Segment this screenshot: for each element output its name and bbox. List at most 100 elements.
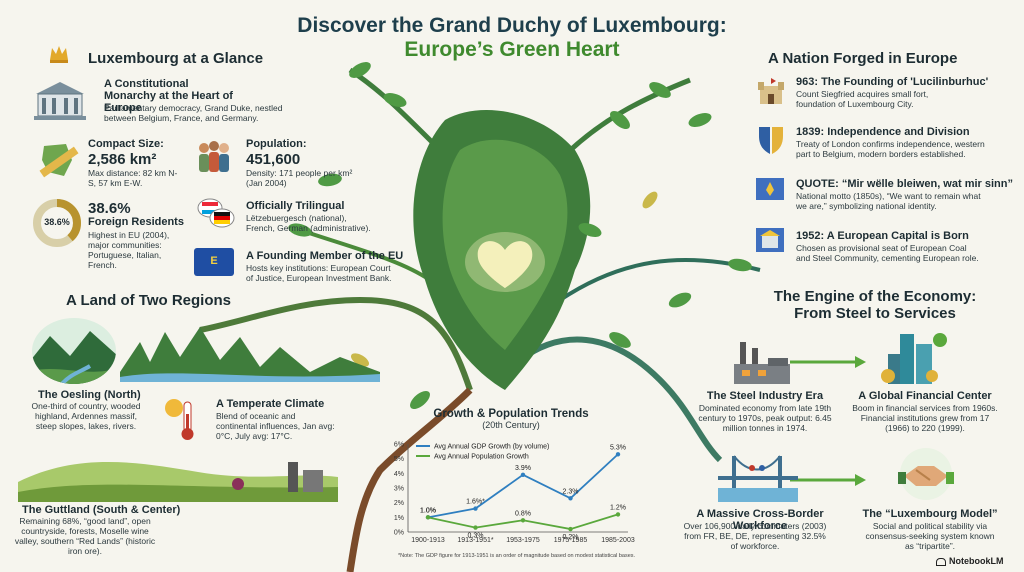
chart-data-label: 0.2%: [563, 534, 579, 541]
history-item-1-title: 963: The Founding of 'Lucilinburhuc': [796, 76, 989, 88]
foreign-label: Foreign Residents: [88, 216, 184, 228]
chart-legend-label: Avg Annual Population Growth: [434, 454, 529, 461]
economy-heading-1: The Engine of the Economy:: [773, 288, 977, 305]
monarchy-title: A Constitutional Monarchy at the Heart o…: [104, 78, 233, 114]
history-heading: A Nation Forged in Europe: [768, 50, 958, 67]
steel-text: Dominated economy from late 19th century…: [698, 403, 832, 433]
north-text: One-third of country, wooded highland, A…: [31, 401, 141, 431]
chart-point: [473, 525, 478, 530]
steel-title: The Steel Industry Era: [706, 390, 824, 402]
oesling-landscape: [30, 316, 118, 386]
chart-point: [520, 518, 526, 523]
palace-icon: [32, 78, 88, 122]
climate-text: Blend of oceanic and continental influen…: [216, 411, 335, 441]
foreign-pct-label: 38.6%: [44, 217, 70, 227]
history-item-4-text: Chosen as provisional seat of European C…: [796, 243, 979, 263]
history-item-3-title: QUOTE: “Mir wëlle bleiwen, wat mir sinn”: [796, 178, 1013, 190]
chart-data-label: 1.2%: [610, 504, 626, 511]
chart-y-tick: 1%: [394, 515, 404, 522]
chart-data-label: 5.3%: [610, 444, 626, 451]
steel-factory-icon: [732, 336, 792, 386]
workforce-title: A Massive Cross-Border Workforce: [696, 508, 824, 532]
history-item-4-title: 1952: A European Capital is Born: [796, 230, 969, 242]
crown-icon: [48, 44, 70, 64]
economy-heading-2: From Steel to Services: [794, 305, 956, 322]
chart-x-tick: 1975-1985: [554, 537, 588, 544]
guttland-landscape: [18, 442, 338, 502]
history-item-2-title: 1839: Independence and Division: [796, 126, 970, 138]
history-item-2-text: Treaty of London confirms independence, …: [796, 139, 985, 159]
pop-text: Density: 171 people per km² (Jan 2004): [246, 168, 353, 188]
lang-title: Officially Trilingual: [246, 200, 345, 212]
chart-series-line-1: [427, 453, 619, 519]
size-value: 2,586 km²: [88, 151, 157, 168]
model-text: Social and political stability via conse…: [865, 521, 995, 551]
banner-icon: [754, 174, 786, 206]
chart-point: [568, 496, 573, 501]
chart-legend-label: Avg Annual GDP Growth (by volume): [434, 444, 549, 451]
chart-data-label: 0.3%: [468, 533, 484, 540]
eu-text: Hosts key institutions: European Court o…: [246, 263, 392, 283]
chart-y-tick: 3%: [394, 486, 404, 493]
chart-data-label: 1.0%: [420, 507, 436, 514]
brand-label: NotebookLM: [949, 556, 1004, 566]
chart-y-tick: 6%: [394, 442, 404, 449]
chart-data-label: 0.8%: [515, 510, 531, 517]
eu-flag-icon: E: [194, 248, 234, 276]
chart-x-tick: 1985-2003: [601, 537, 635, 544]
chart-y-tick: 0%: [394, 530, 404, 537]
foreign-text: Highest in EU (2004), major communities:…: [88, 230, 170, 270]
model-title: The “Luxembourg Model”: [862, 508, 998, 520]
chart-y-tick: 5%: [394, 456, 404, 463]
size-label: Compact Size:: [88, 138, 164, 150]
notebook-logo-icon: [936, 557, 946, 566]
chart-point: [520, 472, 526, 477]
foreign-donut: 38.6%: [32, 198, 82, 248]
split-shield-icon: [756, 124, 786, 156]
speech-flags-icon: [196, 196, 236, 230]
glance-heading: Luxembourg at a Glance: [88, 50, 264, 67]
south-text: Remaining 68%, “good land”, open country…: [14, 516, 156, 556]
chart-y-tick: 2%: [394, 500, 404, 507]
forest-hills-illustration: [120, 312, 380, 382]
economy-heading-block: The Engine of the Economy: From Steel to…: [740, 288, 1010, 322]
history-item-3-text: National motto (1850s), “We want to rema…: [796, 191, 981, 211]
climate-title: A Temperate Climate: [216, 398, 325, 410]
lang-text: Lëtzebuergesch (national), French, Germa…: [246, 213, 371, 233]
chart-title: Growth & Population Trends: [433, 408, 589, 420]
chart-data-label: 1.0%: [420, 507, 436, 514]
pop-label: Population:: [246, 138, 307, 150]
north-title: The Oesling (North): [38, 389, 141, 401]
chart-data-label: 3.9%: [515, 465, 531, 472]
castle-icon: [756, 76, 786, 106]
ruler-map-icon: [36, 140, 82, 180]
chart-y-tick: 4%: [394, 471, 404, 478]
foreign-value: 38.6%: [88, 200, 131, 217]
chart-point: [473, 506, 478, 511]
chart-point: [615, 512, 621, 517]
chart-point: [425, 515, 431, 520]
chart-x-tick: 1900-1913: [411, 537, 445, 544]
pop-value: 451,600: [246, 151, 301, 168]
handshake-icon: [896, 446, 956, 502]
brand-badge: NotebookLM: [936, 556, 1004, 566]
page-title: Discover the Grand Duchy of Luxembourg: …: [0, 14, 1024, 62]
chart-title-block: Growth & Population Trends (20th Century…: [396, 408, 626, 430]
eu-title: A Founding Member of the EU: [246, 250, 404, 262]
size-text: Max distance: 82 km N-S, 57 km E-W.: [88, 168, 178, 188]
eu-building-icon: [754, 226, 786, 254]
sun-thermometer-icon: [160, 394, 200, 442]
regions-heading: A Land of Two Regions: [66, 292, 231, 309]
finance-text: Boom in financial services from 1960s. F…: [852, 403, 998, 433]
finance-tower-icon: [880, 328, 950, 386]
chart-note: *Note: The GDP figure for 1913-1951 is a…: [398, 553, 636, 559]
chart-data-label: 2.3%: [563, 488, 579, 495]
chart-x-tick: 1953-1975: [506, 537, 540, 544]
people-icon: [194, 138, 234, 178]
eu-flag-letter: E: [210, 255, 218, 267]
title-line-1: Discover the Grand Duchy of Luxembourg:: [297, 14, 727, 37]
monarchy-text: Parliamentary democracy, Grand Duke, nes…: [104, 103, 283, 123]
bridge-commuters-icon: [718, 450, 798, 502]
